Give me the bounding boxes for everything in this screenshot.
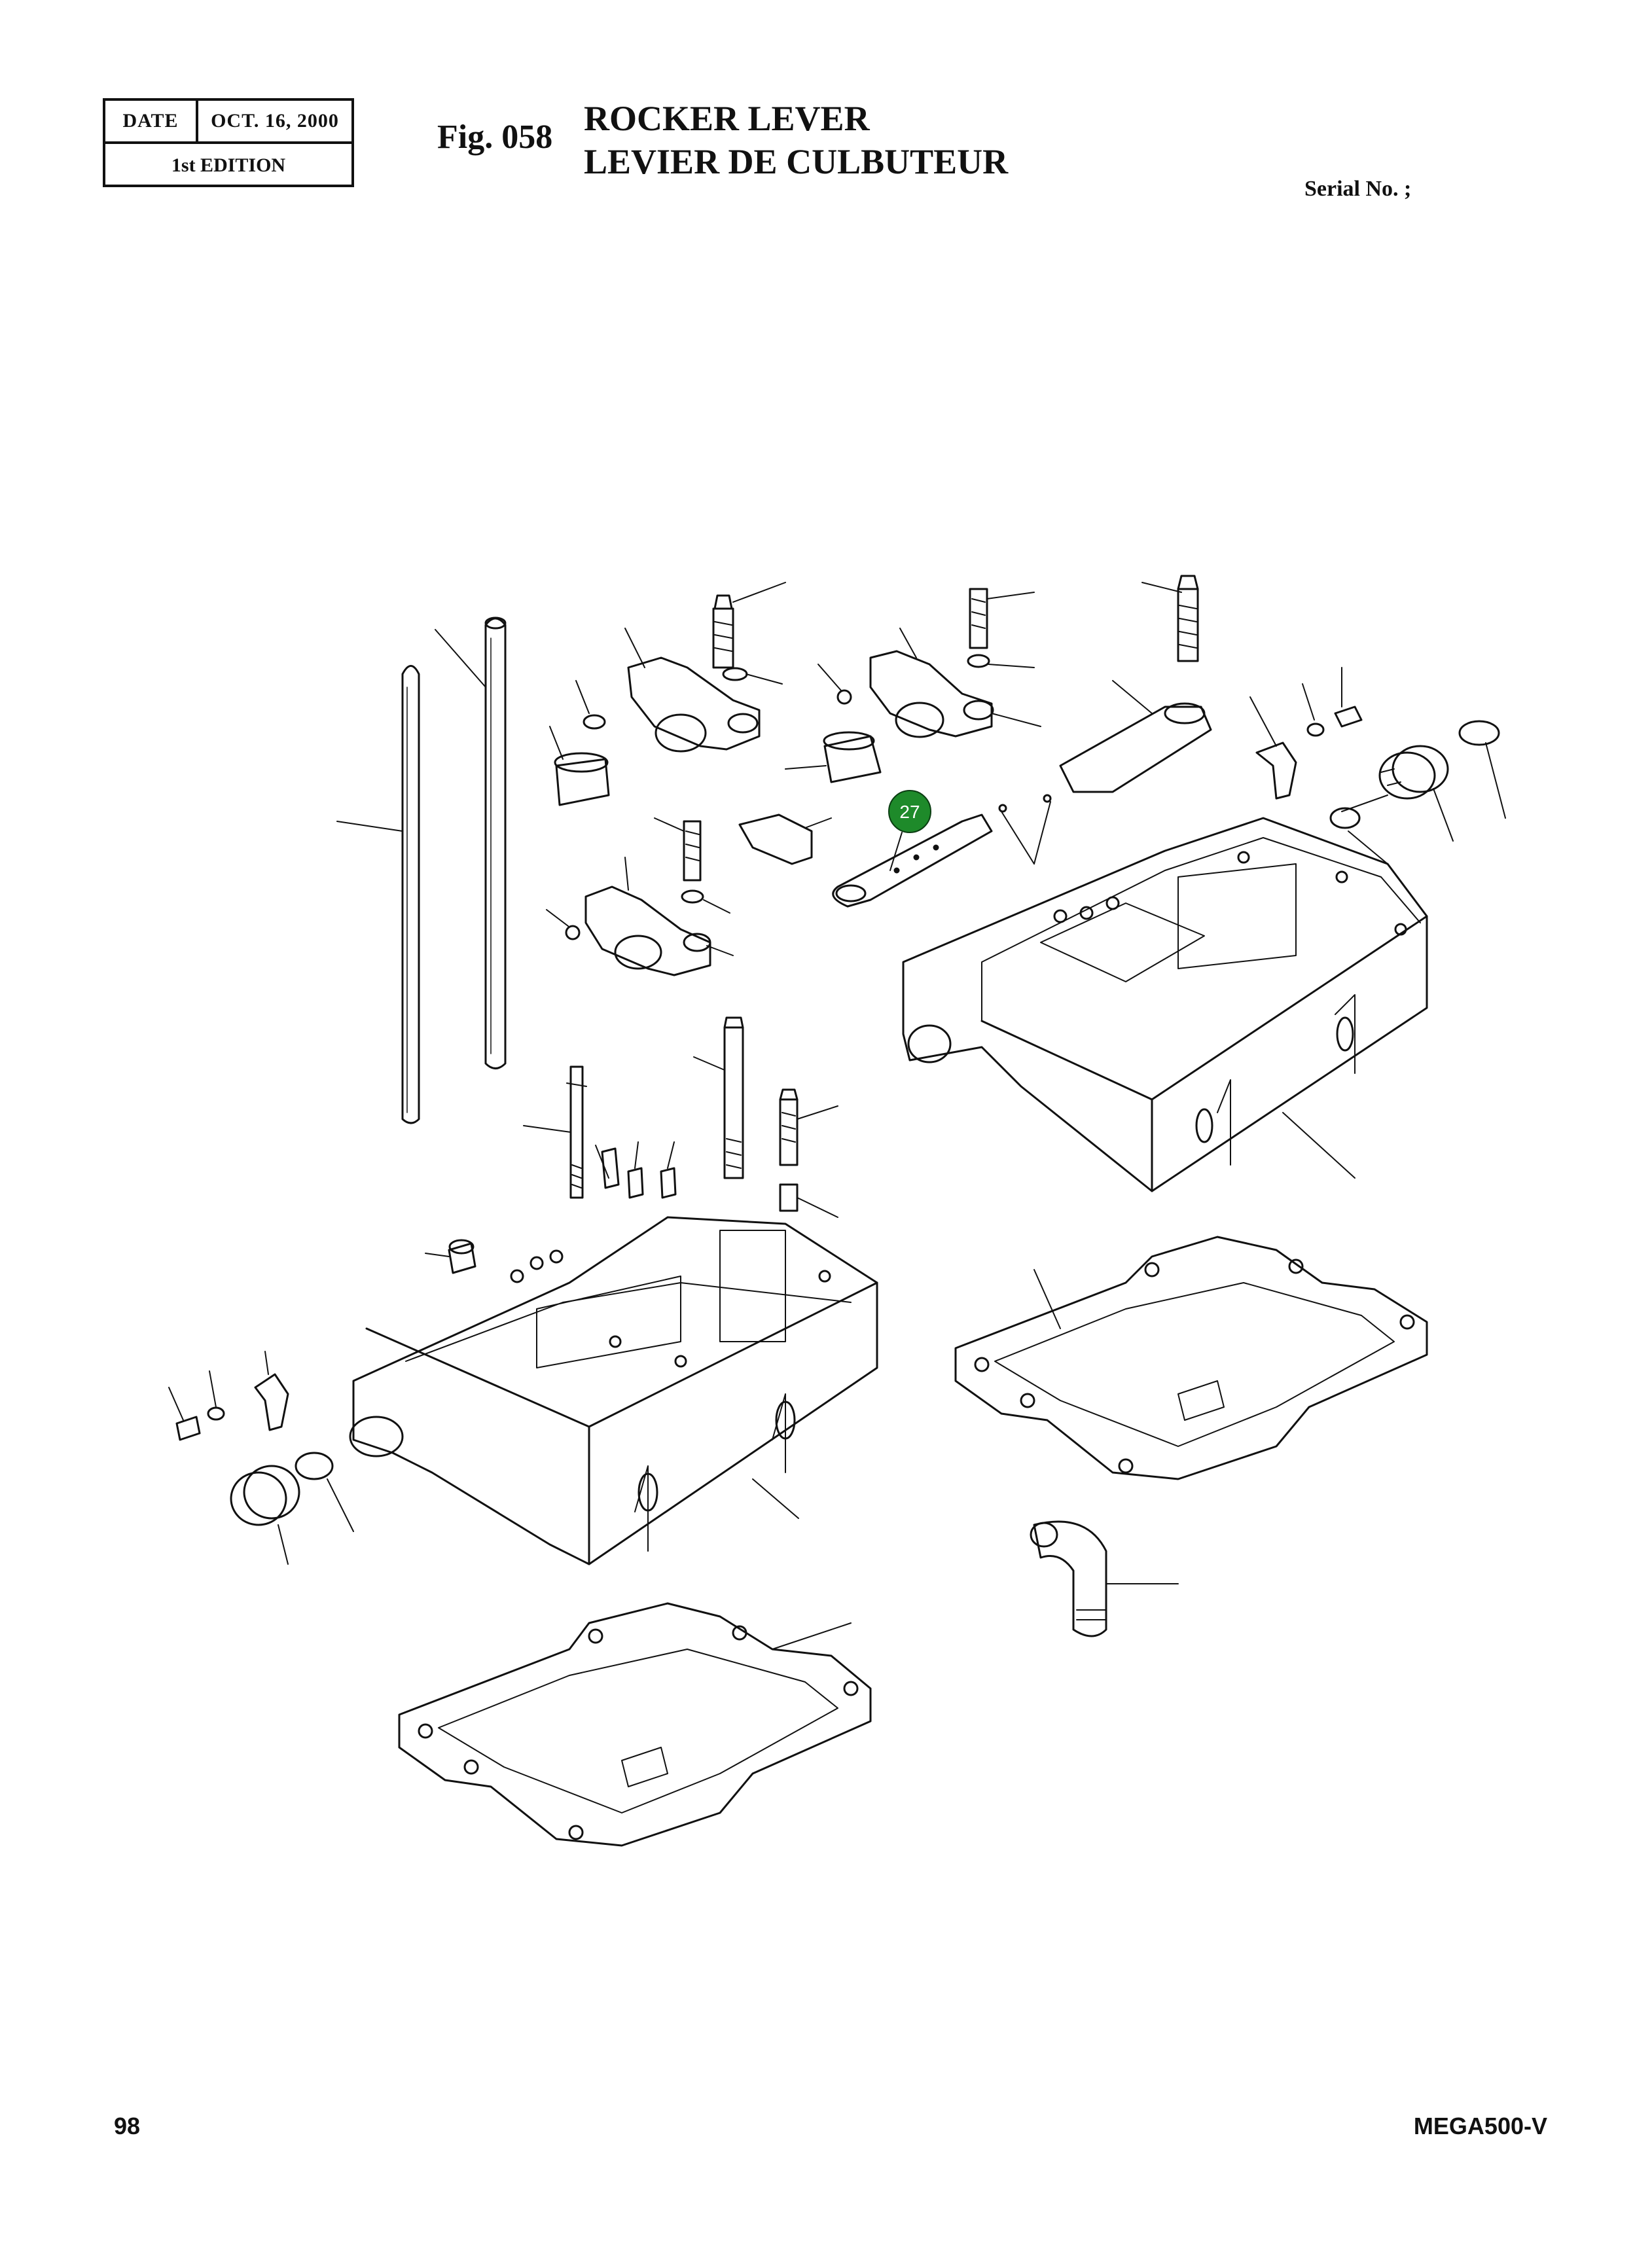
rocker-housing-upper — [902, 817, 1428, 1192]
rocker-shaft — [832, 794, 1052, 908]
edition-label: 1st EDITION — [171, 154, 286, 176]
gasket-lower — [398, 1602, 872, 1847]
callout-27-label: 27 — [899, 802, 920, 822]
figure-number: Fig. 058 — [437, 118, 553, 156]
bolt-right-center — [779, 1088, 838, 1218]
plug-top-left — [425, 1239, 476, 1274]
rocker-shaft-bracket-upper-right — [1059, 575, 1212, 793]
clip-bracket-left — [168, 1351, 289, 1441]
push-rod-left — [336, 665, 420, 1124]
elbow-hose — [1030, 1520, 1179, 1637]
rocker-lever-upper-left — [624, 582, 786, 753]
cylinder-head-lower — [349, 1216, 878, 1565]
rocker-roller-upper-middle — [785, 731, 882, 783]
callout-27-circle — [888, 790, 931, 833]
gasket-right — [954, 1236, 1428, 1480]
callout-27: 27 — [888, 790, 931, 871]
title-english: ROCKER LEVER — [584, 99, 870, 138]
rocker-lever-upper-middle — [817, 588, 1041, 738]
o-ring-right — [1329, 807, 1388, 865]
gasket-disc-left — [295, 1452, 354, 1532]
small-pins — [595, 1141, 677, 1199]
date-label: DATE — [105, 101, 198, 141]
rocker-lever-lower-left — [546, 817, 734, 976]
seal-plug-left — [230, 1465, 300, 1565]
page-title: ROCKER LEVER LEVIER DE CULBUTEUR — [584, 97, 1008, 183]
rocker-wedge-part — [738, 813, 832, 865]
title-french: LEVIER DE CULBUTEUR — [584, 142, 1009, 181]
date-row: DATE OCT. 16, 2000 — [105, 101, 351, 144]
stud-bolt-left — [523, 1065, 587, 1199]
date-edition-box: DATE OCT. 16, 2000 1st EDITION — [103, 98, 354, 187]
page-number: 98 — [114, 2113, 141, 2139]
rocker-roller-upper-left — [549, 680, 610, 806]
push-rod-right — [435, 616, 507, 1069]
clip-bracket-right — [1249, 667, 1363, 800]
model-name: MEGA500-V — [1413, 2113, 1547, 2139]
seal-plug-right — [1341, 745, 1454, 842]
serial-number-label: Serial No. ; — [1304, 177, 1412, 201]
gasket-disc-right — [1458, 720, 1506, 819]
date-value: OCT. 16, 2000 — [211, 110, 339, 132]
long-bolt-center — [693, 1016, 744, 1179]
